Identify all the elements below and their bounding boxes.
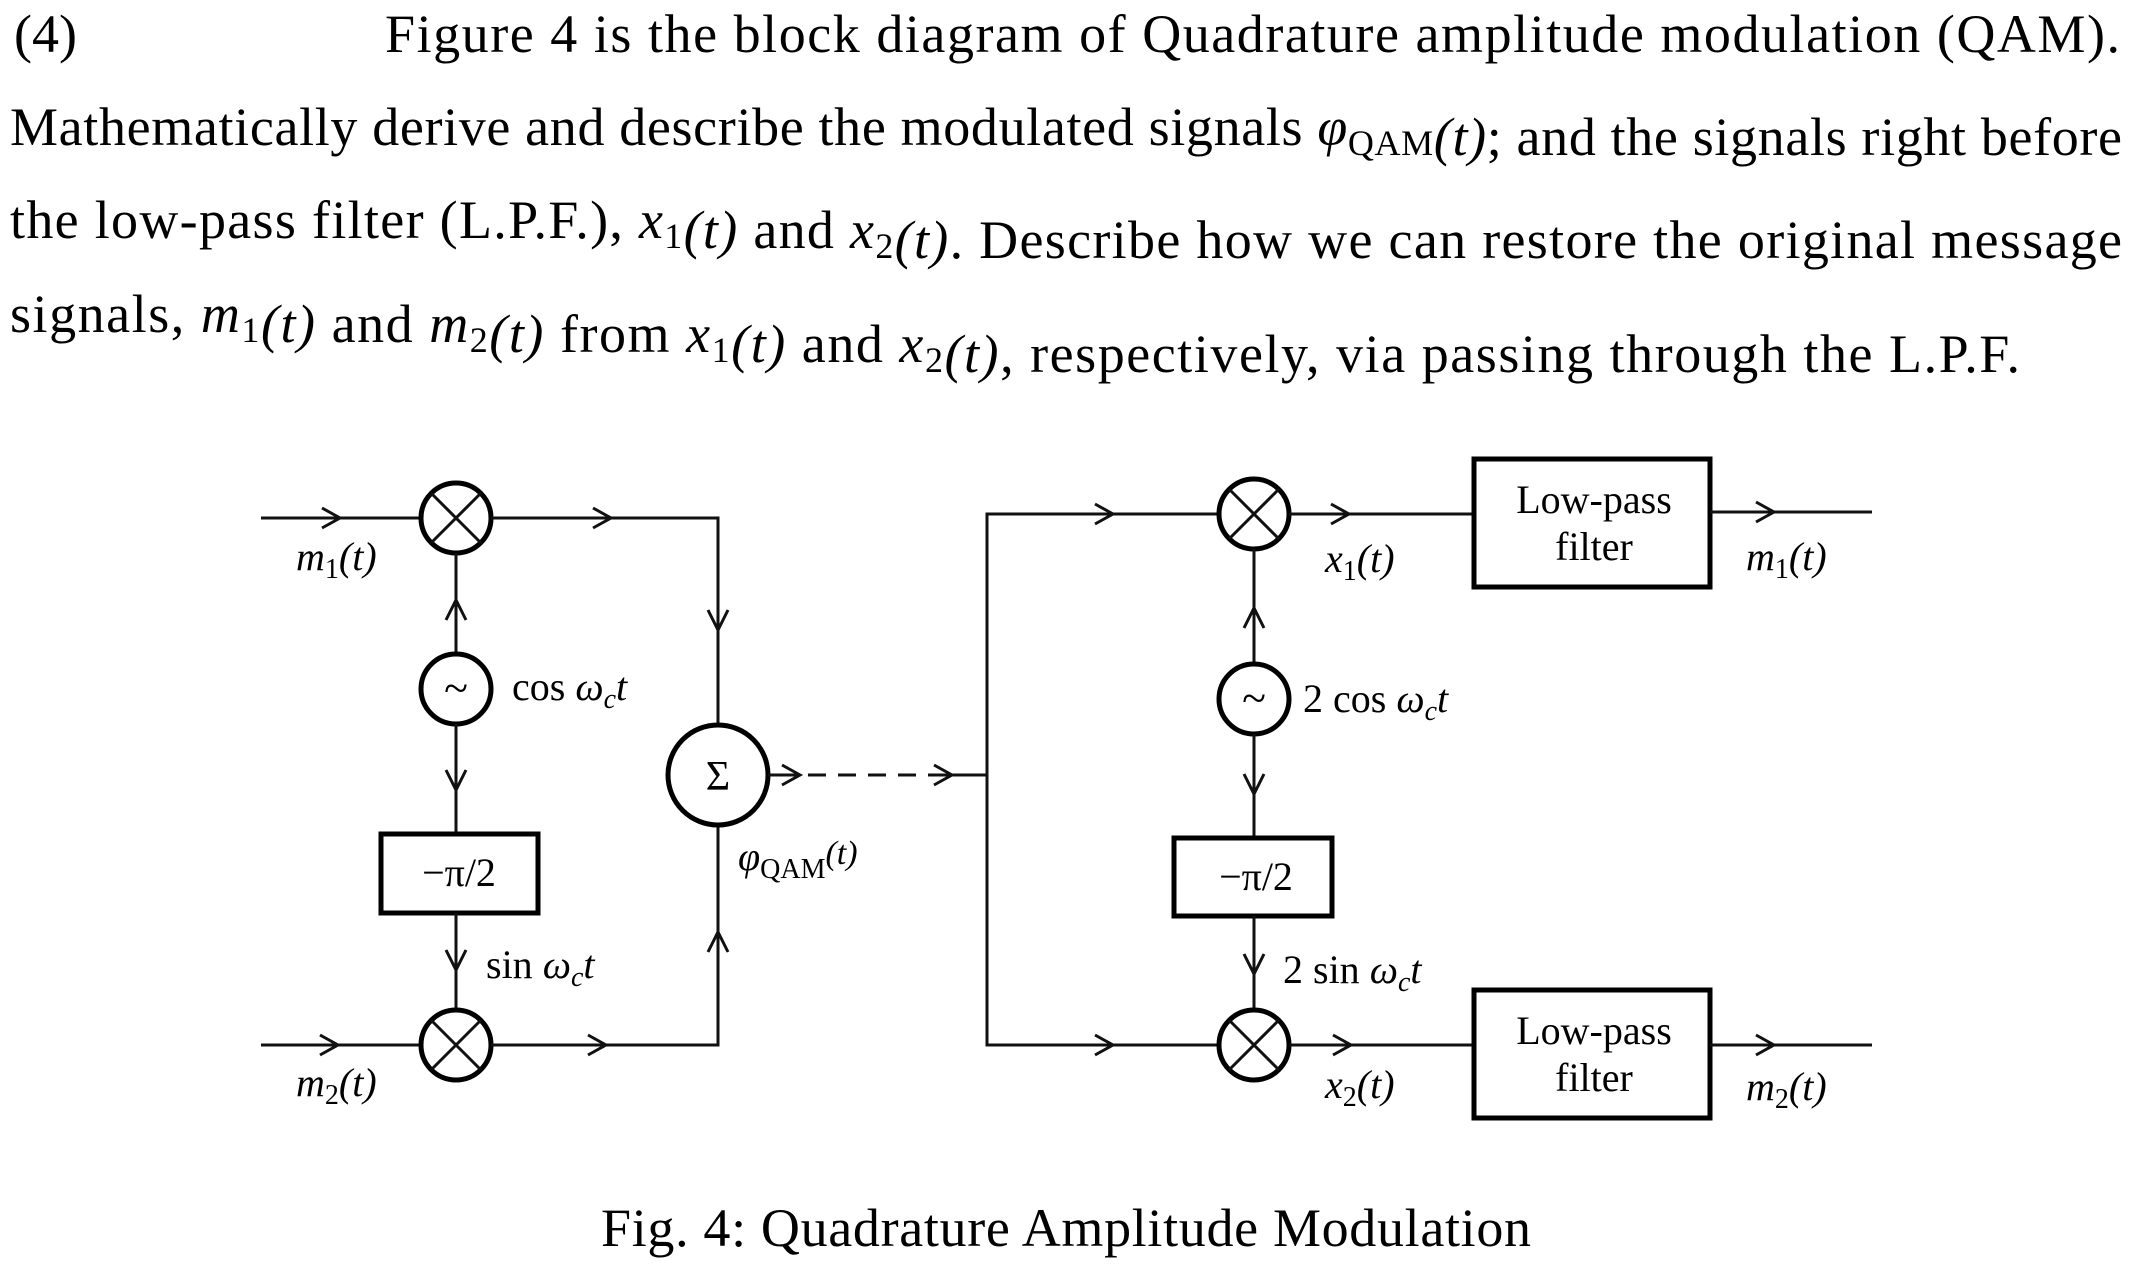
arrow-icon bbox=[1755, 500, 1778, 524]
question-number: (4) bbox=[14, 4, 77, 64]
question-line-1: Figure 4 is the block diagram of Quadrat… bbox=[385, 4, 2120, 64]
text-run: from bbox=[545, 304, 685, 364]
arrow-icon bbox=[444, 769, 468, 794]
summer-block: Σ bbox=[665, 722, 771, 828]
svg-text:filter: filter bbox=[1555, 1055, 1633, 1100]
x2-label: x2(t) bbox=[1324, 1062, 1395, 1113]
arrow-icon bbox=[706, 928, 730, 953]
math-subscript: 1 bbox=[712, 330, 730, 370]
m2-input-label: m2(t) bbox=[296, 1060, 377, 1111]
demod-split-wire bbox=[985, 512, 1219, 1047]
x1-label: x1(t) bbox=[1324, 536, 1395, 587]
arrow-icon bbox=[781, 763, 804, 787]
arrow-icon bbox=[706, 609, 730, 634]
arrow-icon bbox=[444, 596, 468, 621]
multiplier-bottom-mod bbox=[418, 1007, 494, 1083]
math-subscript: 2 bbox=[925, 340, 943, 380]
arrow-icon bbox=[1332, 1033, 1355, 1057]
text-run: Figure 4 is the block diagram of Quadrat… bbox=[385, 4, 2120, 64]
inline-math: x bbox=[849, 200, 874, 260]
lowpass-filter-bottom: Low-pass filter bbox=[1471, 987, 1713, 1121]
m2-output-label: m2(t) bbox=[1746, 1064, 1827, 1115]
arrow-icon bbox=[587, 1033, 610, 1057]
inline-math: m bbox=[429, 294, 468, 354]
inline-math: x bbox=[638, 190, 663, 250]
arrow-icon bbox=[319, 1033, 342, 1057]
question-line-4: signals, m1(t) and m2(t) from x1(t) and … bbox=[10, 284, 2020, 384]
cos-label: cos ωct bbox=[512, 664, 628, 715]
lowpass-filter-top: Low-pass filter bbox=[1471, 456, 1713, 590]
m1-input-label: m1(t) bbox=[296, 534, 377, 585]
text-run: , respectively, via passing through the … bbox=[1000, 324, 2020, 384]
math-subscript: 2 bbox=[470, 320, 488, 360]
phase-shifter-demod: −π/2 bbox=[1171, 835, 1335, 919]
text-run: signals, bbox=[10, 284, 199, 344]
sin-label: sin ωct bbox=[486, 942, 595, 993]
sine-wave-icon: ~ bbox=[1242, 674, 1266, 723]
mod-top-output-wire bbox=[491, 516, 720, 725]
multiplier-top-demod bbox=[1216, 476, 1292, 552]
oscillator-demod: ~ bbox=[1216, 661, 1292, 737]
mod-bottom-output-wire bbox=[491, 825, 720, 1047]
svg-text:−π/2: −π/2 bbox=[422, 850, 496, 895]
phase-shifter-mod: −π/2 bbox=[378, 831, 541, 916]
inline-math: (t) bbox=[489, 304, 543, 364]
oscillator-mod: ~ bbox=[418, 651, 494, 727]
svg-text:Low-pass: Low-pass bbox=[1516, 1008, 1672, 1053]
text-run: the low-pass filter (L.P.F.), bbox=[10, 190, 638, 250]
text-run: and bbox=[739, 200, 849, 260]
question-line-3: the low-pass filter (L.P.F.), x1(t) and … bbox=[10, 190, 2122, 270]
inline-math: (t) bbox=[261, 294, 315, 354]
arrow-icon bbox=[1094, 1033, 1117, 1057]
inline-math: (t) bbox=[1434, 107, 1486, 167]
arrow-icon bbox=[444, 949, 468, 974]
arrow-icon bbox=[933, 763, 956, 787]
svg-text:Low-pass: Low-pass bbox=[1516, 477, 1672, 522]
arrow-icon bbox=[321, 506, 344, 530]
svg-text:filter: filter bbox=[1555, 524, 1633, 569]
2sin-label: 2 sin ωct bbox=[1283, 947, 1422, 998]
inline-math: m bbox=[201, 284, 240, 344]
inline-math: (t) bbox=[684, 200, 738, 260]
multiplier-bottom-demod bbox=[1216, 1007, 1292, 1083]
text-run: Mathematically derive and describe the m… bbox=[10, 97, 1317, 157]
math-subscript: 1 bbox=[241, 310, 259, 350]
text-run: and bbox=[317, 294, 428, 354]
demodulator: x1(t) ~ 2 cos ωct −π/2 2 sin ωct x2(t) bbox=[985, 456, 1872, 1121]
math-subscript: 2 bbox=[875, 226, 893, 266]
question-text: (4) Figure 4 is the block diagram of Qua… bbox=[10, 4, 2122, 384]
channel bbox=[768, 763, 987, 787]
math-subscript: QAM bbox=[1348, 123, 1433, 163]
arrow-icon bbox=[1755, 1033, 1778, 1057]
inline-math: (t) bbox=[731, 314, 785, 374]
arrow-icon bbox=[592, 506, 615, 530]
inline-math: x bbox=[685, 304, 710, 364]
text-run: . Describe how we can restore the origin… bbox=[950, 210, 2122, 270]
inline-math: (t) bbox=[944, 324, 998, 384]
text-run: and bbox=[787, 314, 898, 374]
phi-qam-label: φQAM(t) bbox=[738, 834, 858, 885]
text-run: ; and the signals right before bbox=[1487, 107, 2122, 167]
arrow-icon bbox=[1094, 502, 1117, 526]
sine-wave-icon: ~ bbox=[444, 664, 468, 713]
inline-math: x bbox=[898, 314, 923, 374]
modulator: ~ cos ωct −π/2 sin ωct Σ φQAM(t) bbox=[261, 480, 858, 1111]
inline-math: (t) bbox=[895, 210, 949, 270]
inline-math: φ bbox=[1317, 97, 1347, 157]
m1-output-label: m1(t) bbox=[1746, 534, 1827, 585]
arrow-icon bbox=[1330, 502, 1353, 526]
svg-text:−π/2: −π/2 bbox=[1219, 854, 1293, 899]
sigma-icon: Σ bbox=[706, 754, 730, 800]
2cos-label: 2 cos ωct bbox=[1303, 676, 1449, 727]
arrow-icon bbox=[1242, 773, 1266, 798]
arrow-icon bbox=[1242, 953, 1266, 978]
math-subscript: 1 bbox=[664, 216, 682, 256]
question-line-2: Mathematically derive and describe the m… bbox=[10, 97, 2122, 167]
arrow-icon bbox=[1242, 604, 1266, 629]
figure-caption: Fig. 4: Quadrature Amplitude Modulation bbox=[601, 1198, 1531, 1258]
multiplier-top-mod bbox=[418, 480, 494, 556]
